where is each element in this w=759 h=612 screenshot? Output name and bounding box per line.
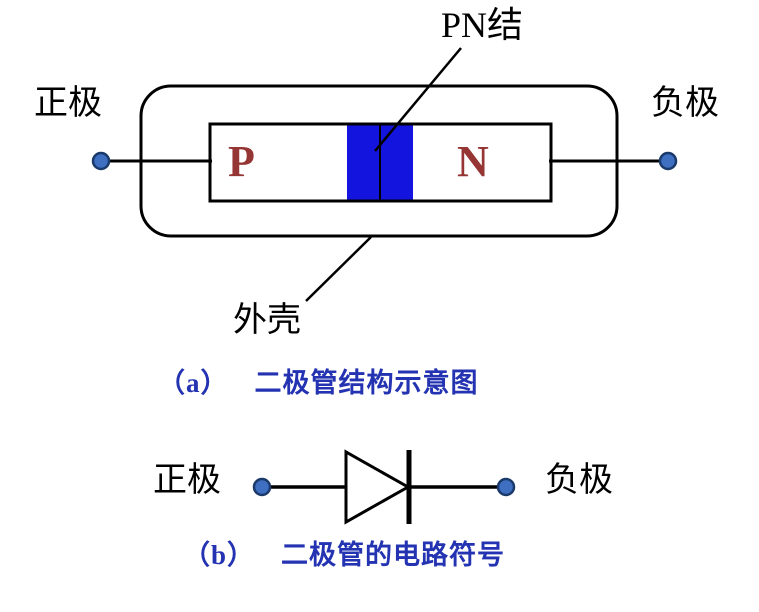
caption-b-text: 二极管的电路符号 bbox=[281, 540, 506, 570]
anode-label-a: 正极 bbox=[34, 85, 102, 122]
pn-junction-label: PN结 bbox=[441, 5, 524, 45]
cathode-label-b: 负极 bbox=[545, 462, 613, 499]
cathode-terminal-dot-b bbox=[496, 477, 516, 497]
cathode-label-a: 负极 bbox=[651, 85, 719, 122]
caption-a: （a） 二极管结构示意图 bbox=[158, 368, 479, 399]
pn-junction-pointer-line bbox=[374, 47, 462, 152]
anode-terminal-dot-b bbox=[252, 477, 272, 497]
shell-pointer-line bbox=[305, 236, 372, 302]
n-region-label: N bbox=[457, 137, 489, 186]
p-region-label: P bbox=[228, 137, 255, 186]
caption-b-index: （b） bbox=[183, 540, 256, 570]
anode-label-b: 正极 bbox=[153, 462, 221, 499]
caption-a-text: 二极管结构示意图 bbox=[254, 368, 479, 398]
shell-label: 外壳 bbox=[233, 302, 301, 339]
semiconductor-body-outline bbox=[208, 122, 553, 203]
cathode-terminal-dot-a bbox=[658, 151, 678, 171]
anode-terminal-dot-a bbox=[91, 151, 111, 171]
diode-triangle bbox=[344, 449, 412, 525]
caption-a-index: （a） bbox=[158, 368, 229, 398]
caption-b: （b） 二极管的电路符号 bbox=[183, 540, 506, 571]
